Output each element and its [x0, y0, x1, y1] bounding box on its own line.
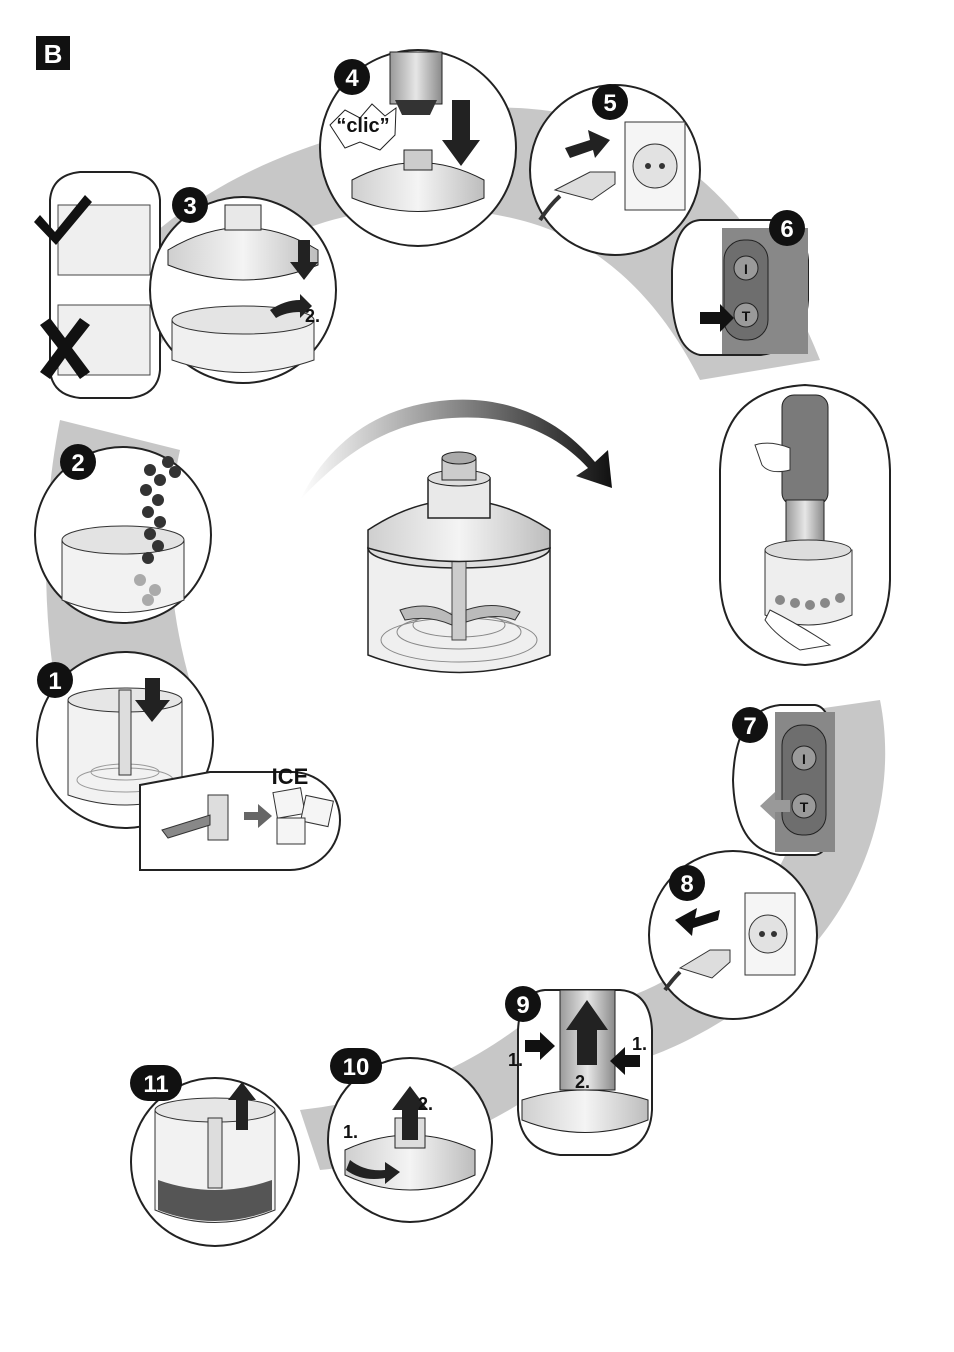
step-4-panel: “clic” [319, 49, 517, 247]
step-number-7: 7 [743, 713, 756, 740]
hand-operation-panel [719, 383, 891, 667]
right-arrow-icon [700, 304, 734, 332]
socket-icon [624, 121, 686, 211]
right-arrow-icon [244, 804, 272, 828]
step-badge-4: 4 [334, 59, 370, 95]
step-badge-11: 11 [130, 1065, 182, 1101]
left-arrow-icon [760, 792, 790, 820]
step-3-sub-label: 2. [305, 306, 320, 326]
step-number-3: 3 [183, 193, 196, 220]
rotate-arrow-icon [270, 294, 312, 318]
step-2-panel [34, 446, 212, 624]
step-11-panel [130, 1077, 300, 1247]
step-9-sub-label: 2. [575, 1072, 590, 1092]
step-1-ice-subpanel: ICE [139, 764, 342, 871]
plug-icon [663, 949, 731, 992]
cross-icon [40, 318, 90, 379]
down-arrow-icon [290, 240, 318, 280]
step-number-5: 5 [603, 90, 616, 117]
step-5-panel [529, 84, 701, 256]
switch-I [733, 255, 759, 281]
step-badge-9: 9 [505, 986, 541, 1022]
ice-cube-icon [272, 787, 334, 845]
switch-I-label: I [744, 261, 748, 277]
switch-I-label: I [802, 751, 806, 767]
switch-T-label: T [800, 799, 809, 815]
step-badge-10: 10 [330, 1048, 382, 1084]
step-number-6: 6 [780, 216, 793, 243]
center-chopper [300, 399, 612, 674]
clic-burst [329, 103, 397, 151]
clic-label: “clic” [336, 115, 389, 137]
right-arrow-icon [565, 130, 610, 158]
step-9-right-label: 1. [632, 1034, 647, 1054]
step-number-4: 4 [345, 65, 359, 92]
up-arrow-icon [228, 1082, 256, 1130]
step-3-panel: 2. [149, 196, 337, 384]
rotate-arrow-icon [346, 1160, 400, 1184]
step-badge-7: 7 [732, 707, 768, 743]
section-letter: B [44, 39, 63, 69]
left-arrow-icon [675, 908, 720, 936]
step-number-1: 1 [48, 668, 61, 695]
switch-T [791, 793, 817, 819]
step-10-sub2-label: 2. [418, 1094, 433, 1114]
switch-T [733, 302, 759, 328]
socket-icon [744, 892, 796, 976]
step-7-panel: I T [731, 704, 835, 856]
up-arrow-icon [566, 1000, 608, 1065]
step-badge-6: 6 [769, 210, 805, 246]
step-badge-1: 1 [37, 662, 73, 698]
down-arrow-icon [442, 100, 480, 166]
switch-T-label: T [742, 308, 751, 324]
step-1-panel: ICE [36, 651, 342, 871]
step-10-sub1-label: 1. [343, 1122, 358, 1142]
step-10-panel: 1. 2. [327, 1057, 493, 1223]
step-badge-8: 8 [669, 865, 705, 901]
step-badge-5: 5 [592, 84, 628, 120]
ice-label: ICE [272, 764, 309, 789]
check-icon [34, 195, 92, 245]
falling-beans [134, 456, 181, 606]
step-badge-2: 2 [60, 444, 96, 480]
step-number-2: 2 [71, 450, 84, 477]
step-6-panel: I T [671, 219, 809, 356]
step-badge-3: 3 [172, 187, 208, 223]
step-number-11: 11 [143, 1071, 168, 1098]
step-number-8: 8 [680, 871, 693, 898]
rotation-arrow [300, 399, 612, 500]
switch-I [791, 745, 817, 771]
step-9-left-label: 1. [508, 1050, 523, 1070]
step-3-check-panel [34, 171, 161, 399]
plug-icon [538, 171, 616, 222]
right-arrow-icon [525, 1032, 555, 1060]
section-letter-box: B [36, 36, 70, 70]
left-arrow-icon [610, 1047, 640, 1075]
down-arrow-icon [135, 678, 170, 722]
up-arrow-icon [392, 1086, 428, 1140]
step-number-10: 10 [343, 1054, 370, 1081]
step-number-9: 9 [516, 992, 529, 1019]
